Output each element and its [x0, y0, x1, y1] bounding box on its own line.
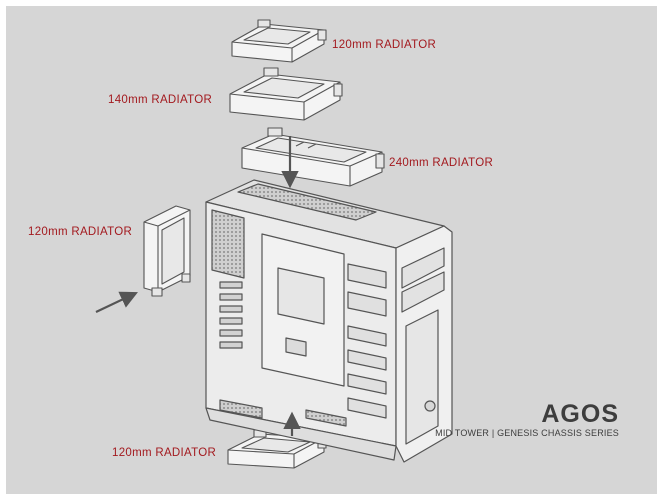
label-240mm: 240mm RADIATOR [389, 157, 494, 169]
label-120mm-bottom: 120mm RADIATOR [112, 447, 217, 459]
label-120mm-side: 120mm RADIATOR [28, 226, 133, 238]
label-140mm: 140mm RADIATOR [108, 94, 213, 106]
label-120mm-top: 120mm RADIATOR [332, 39, 437, 51]
radiator-240mm [241, 127, 385, 187]
radiator-120mm-top [231, 19, 327, 63]
brand-name: AGOS [541, 400, 619, 428]
arrow-120mm-side [95, 291, 138, 313]
radiator-120mm-bottom [227, 429, 327, 469]
radiator-140mm [229, 67, 343, 121]
brand-block: AGOS MID TOWER | GENESIS CHASSIS SERIES [435, 400, 619, 438]
case-illustration [95, 19, 453, 469]
brand-tagline: MID TOWER | GENESIS CHASSIS SERIES [435, 428, 619, 438]
radiator-120mm-side [143, 205, 191, 297]
mid-tower-case [205, 179, 453, 463]
mounting-arrows [95, 136, 301, 436]
